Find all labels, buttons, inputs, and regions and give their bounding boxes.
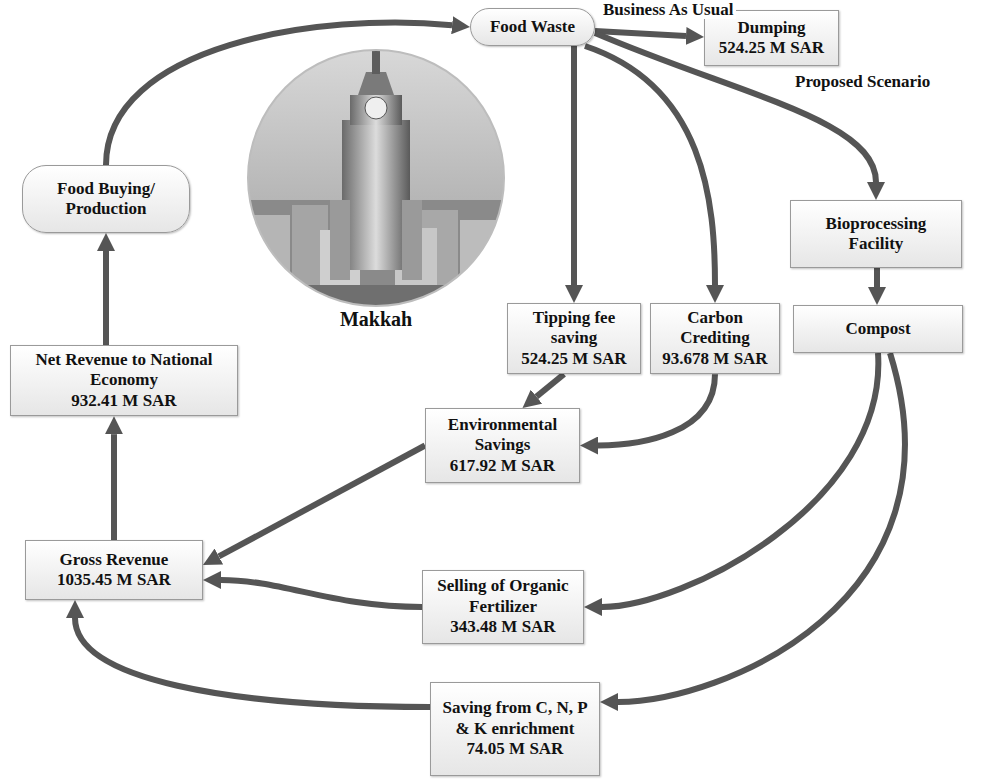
node-title: Selling of Organic Fertilizer bbox=[429, 576, 577, 617]
node-title: Bioprocessing Facility bbox=[797, 214, 955, 255]
flow-arrow bbox=[111, 434, 117, 540]
flow-arrow bbox=[585, 46, 715, 285]
saving-box: Saving from C, N, P & K enrichment74.05 … bbox=[430, 682, 600, 776]
flow-arrow bbox=[618, 353, 905, 702]
flow-arrow bbox=[75, 618, 430, 707]
scenario-label: Proposed Scenario bbox=[792, 72, 933, 91]
node-value: 617.92 M SAR bbox=[450, 456, 555, 476]
process-box: Bioprocessing Facility bbox=[790, 200, 962, 268]
flow-arrow bbox=[598, 374, 715, 445]
flow-arrow bbox=[106, 22, 452, 165]
place-label: Makkah bbox=[311, 307, 441, 331]
revenue-box: Selling of Organic Fertilizer343.48 M SA… bbox=[422, 570, 584, 644]
node-value: 93.678 M SAR bbox=[662, 349, 767, 369]
node-value: 74.05 M SAR bbox=[467, 739, 564, 759]
start-node: Food Buying/ Production bbox=[22, 165, 190, 233]
flow-arrow bbox=[571, 46, 577, 285]
saving-box: Carbon Crediting93.678 M SAR bbox=[650, 303, 780, 374]
node-title: Food Buying/ Production bbox=[29, 179, 183, 220]
node-title: Saving from C, N, P & K enrichment bbox=[437, 698, 593, 739]
start-node: Food Waste bbox=[470, 8, 595, 46]
node-value: 932.41 M SAR bbox=[71, 391, 176, 411]
node-title: Dumping bbox=[737, 18, 805, 38]
node-title: Carbon Crediting bbox=[657, 308, 773, 349]
node-title: Environmental Savings bbox=[432, 415, 573, 456]
scenario-label: Business As Usual bbox=[600, 0, 736, 19]
node-value: 1035.45 M SAR bbox=[57, 570, 171, 590]
node-value: 524.25 M SAR bbox=[719, 38, 824, 58]
flow-arrow bbox=[103, 251, 109, 345]
flow-arrow bbox=[536, 374, 564, 396]
flow-arrow bbox=[602, 353, 878, 607]
flow-arrow bbox=[595, 31, 686, 36]
revenue-box: Gross Revenue1035.45 M SAR bbox=[25, 540, 203, 600]
flow-arrow bbox=[219, 446, 425, 557]
node-value: 343.48 M SAR bbox=[450, 617, 555, 637]
saving-box: Tipping fee saving524.25 M SAR bbox=[507, 303, 641, 374]
product-box: Compost bbox=[793, 305, 963, 353]
node-title: Compost bbox=[845, 319, 910, 339]
node-title: Net Revenue to National Economy bbox=[17, 350, 231, 391]
flow-arrow bbox=[874, 268, 880, 287]
node-title: Food Waste bbox=[490, 17, 575, 37]
revenue-box: Net Revenue to National Economy932.41 M … bbox=[10, 345, 238, 416]
flow-arrow bbox=[221, 580, 422, 607]
node-title: Gross Revenue bbox=[60, 550, 169, 570]
node-title: Tipping fee saving bbox=[514, 308, 634, 349]
node-value: 524.25 M SAR bbox=[521, 349, 626, 369]
saving-box: Environmental Savings617.92 M SAR bbox=[425, 408, 580, 483]
